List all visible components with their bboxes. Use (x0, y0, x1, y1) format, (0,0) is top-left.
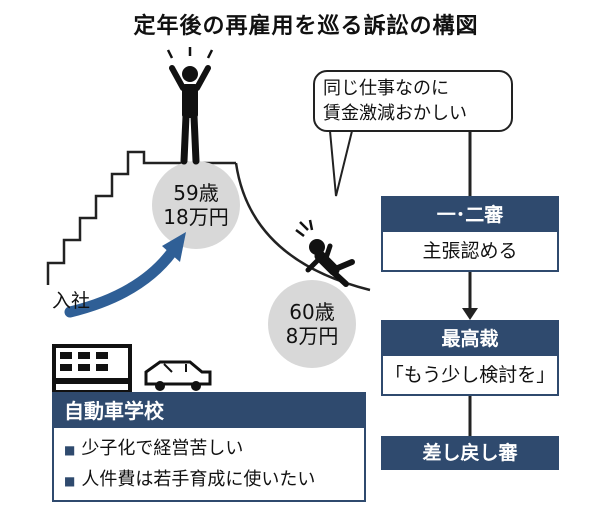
salary-circle-60 (268, 280, 356, 368)
person-falling-icon (295, 219, 355, 287)
stairs (46, 150, 236, 285)
flow-step-2-head: 最高裁 (383, 322, 557, 356)
car-icon (144, 360, 212, 391)
speech-tail (329, 130, 353, 197)
flow-step-2-body: 「もう少し検討を」 (384, 364, 556, 386)
flow-step-1-head: 一･二審 (383, 198, 557, 232)
salary-59: 18万円 (163, 205, 229, 229)
stair-label-nyusha: 入社 (52, 290, 91, 312)
school-reasons: ■少子化で経営苦しい ■人件費は若手育成に使いたい (54, 428, 364, 500)
rising-arrow (64, 246, 178, 318)
school-title: 自動車学校 (54, 394, 364, 428)
flow-step-3-head: 差し戻し審 (381, 436, 559, 470)
speech-line-2: 賃金激減おかしい (323, 103, 467, 124)
list-item: ■人件費は若手育成に使いたい (64, 469, 316, 490)
diagram-title: 定年後の再雇用を巡る訴訟の構図 (133, 14, 479, 39)
school-box: 自動車学校 ■少子化で経営苦しい ■人件費は若手育成に使いたい (52, 392, 366, 502)
salary-60: 8万円 (285, 324, 339, 348)
building-icon (52, 344, 132, 394)
age-60: 60歳 (289, 300, 335, 324)
flow-step-supreme-court: 最高裁 「もう少し検討を」 (381, 320, 559, 396)
flow-step-1-body: 主張認める (422, 240, 518, 262)
circle-60-text: 60歳 8万円 (268, 300, 356, 348)
speech-line-1: 同じ仕事なのに (323, 78, 449, 99)
list-item: ■少子化で経営苦しい (64, 438, 244, 459)
arrow-up-icon (162, 232, 186, 262)
speech-bubble: 同じ仕事なのに 賃金激減おかしい (313, 70, 513, 132)
flow-arrowhead (462, 308, 478, 320)
bullet-icon: ■ (64, 474, 76, 488)
flow-step-remand: 差し戻し審 (381, 436, 559, 470)
flow-step-first-second-trial: 一･二審 主張認める (381, 196, 559, 272)
age-59: 59歳 (173, 181, 219, 205)
person-cheering-icon (166, 47, 214, 165)
circle-59-text: 59歳 18万円 (152, 181, 240, 229)
bullet-icon: ■ (64, 443, 76, 457)
salary-circle-59 (152, 161, 240, 249)
